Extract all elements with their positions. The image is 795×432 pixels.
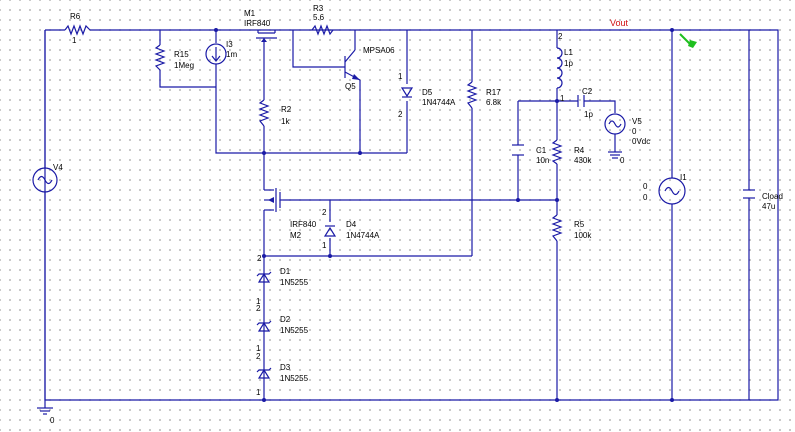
- v5-v2: 0Vdc: [632, 137, 651, 146]
- r3-ref: R3: [313, 4, 324, 13]
- cload-value: 47u: [762, 202, 776, 211]
- d4-pin2: 2: [322, 208, 327, 217]
- source-i1-symbol[interactable]: [658, 177, 686, 205]
- r15-value: 1Meg: [174, 61, 195, 70]
- capacitor-cload-symbol[interactable]: [743, 189, 755, 199]
- d4-ref: D4: [346, 220, 357, 229]
- current-source-i3-symbol[interactable]: [205, 43, 227, 65]
- d3-pin1: 1: [256, 388, 261, 397]
- diode-d4-symbol[interactable]: [323, 225, 337, 237]
- r17-value: 6.8k: [486, 98, 502, 107]
- r2-value: 1k: [281, 117, 290, 126]
- capacitor-c1-symbol[interactable]: [512, 144, 524, 156]
- c1-ref: C1: [536, 146, 547, 155]
- m1-ref: M1: [244, 9, 256, 18]
- resistor-r4-symbol[interactable]: [551, 139, 563, 165]
- resistor-r2-symbol[interactable]: [258, 99, 270, 127]
- d5-pin1: 1: [398, 72, 403, 81]
- source-v4-symbol[interactable]: [32, 167, 58, 193]
- q5-value: Q5: [345, 82, 356, 91]
- mosfet-m2-symbol[interactable]: [264, 188, 283, 212]
- capacitor-c2-symbol[interactable]: [577, 95, 585, 107]
- voltage-probe-icon[interactable]: [679, 33, 697, 48]
- d2-value: 1N5255: [280, 326, 309, 335]
- d5-pin2: 2: [398, 110, 403, 119]
- l1-ref: L1: [564, 48, 573, 57]
- net-label-vout: Vout: [610, 18, 629, 28]
- c1-value: 10n: [536, 156, 550, 165]
- resistor-r17-symbol[interactable]: [466, 81, 478, 109]
- l1-value: 1p: [564, 59, 573, 68]
- i1-v1: 0: [643, 182, 648, 191]
- r6-value: 1: [72, 36, 77, 45]
- source-v5-symbol[interactable]: [604, 113, 626, 135]
- junction-dots: [214, 28, 674, 402]
- resistor-r3-symbol[interactable]: [311, 24, 334, 36]
- d2-ref: D2: [280, 315, 291, 324]
- d1-value: 1N5255: [280, 278, 309, 287]
- ground-label: 0: [50, 416, 55, 425]
- c2-value: 1p: [584, 110, 593, 119]
- diode-d5-symbol[interactable]: [400, 87, 414, 98]
- v5-ref: V5: [632, 117, 642, 126]
- d5-ref: D5: [422, 88, 433, 97]
- i1-ref: I1: [680, 173, 687, 182]
- r3-value: 5.6: [313, 13, 325, 22]
- l1-pin: 2: [558, 32, 563, 41]
- q5-ref: MPSA06: [363, 46, 395, 55]
- r5-ref: R5: [574, 220, 585, 229]
- zener-d1-symbol[interactable]: [256, 271, 272, 283]
- d1-ref: D1: [280, 267, 291, 276]
- wires: [44, 29, 779, 401]
- i1-v2: 0: [643, 193, 648, 202]
- r17-ref: R17: [486, 88, 501, 97]
- d4-value: 1N4744A: [346, 231, 380, 240]
- m2-ref: M2: [290, 231, 302, 240]
- r15-ref: R15: [174, 50, 189, 59]
- r4-ref: R4: [574, 146, 585, 155]
- d1-pin1: 1: [256, 297, 261, 306]
- d3-pin2: 2: [256, 352, 261, 361]
- resistor-r6-symbol[interactable]: [64, 24, 91, 36]
- r4-value: 430k: [574, 156, 592, 165]
- cload-ref: Cload: [762, 192, 783, 201]
- d3-value: 1N5255: [280, 374, 309, 383]
- d1-pin2: 2: [257, 254, 262, 263]
- zener-d2-symbol[interactable]: [256, 320, 272, 332]
- r5-value: 100k: [574, 231, 592, 240]
- transistor-q5-symbol[interactable]: [344, 49, 361, 81]
- v4-ref: V4: [53, 163, 63, 172]
- c2-ref: C2: [582, 87, 593, 96]
- d2-pin1: 1: [256, 344, 261, 353]
- v5-gnd: 0: [620, 156, 625, 165]
- d2-pin2: 2: [256, 304, 261, 313]
- d3-ref: D3: [280, 363, 291, 372]
- v5-v1: 0: [632, 127, 637, 136]
- resistor-r15-symbol[interactable]: [154, 44, 166, 71]
- i3-value: 1m: [226, 50, 238, 59]
- m2-value: IRF840: [290, 220, 317, 229]
- c2-pin: 1: [560, 94, 565, 103]
- zener-d3-symbol[interactable]: [256, 367, 272, 379]
- d4-pin1: 1: [322, 241, 327, 250]
- ground-v5-symbol: [608, 151, 622, 159]
- i3-ref: I3: [226, 40, 233, 49]
- inductor-l1-symbol[interactable]: [556, 47, 563, 89]
- r2-ref: R2: [281, 105, 292, 114]
- resistor-r5-symbol[interactable]: [551, 214, 563, 242]
- m1-value: IRF840: [244, 19, 271, 28]
- d5-value: 1N4744A: [422, 98, 456, 107]
- ground-symbol: [37, 400, 53, 415]
- mosfet-m1-symbol[interactable]: [256, 32, 277, 44]
- r6-ref: R6: [70, 12, 81, 21]
